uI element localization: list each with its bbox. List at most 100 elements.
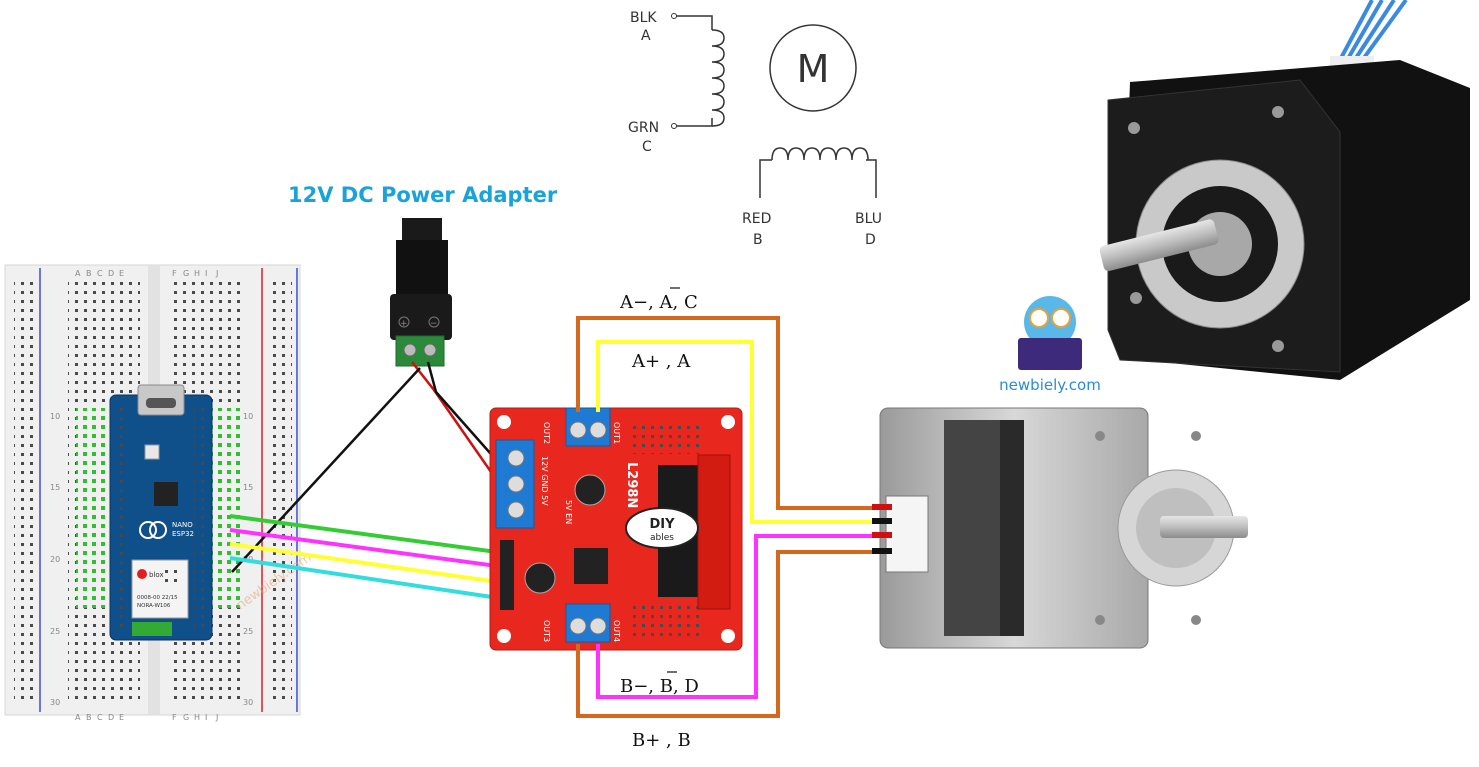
- col-label-e: E: [119, 269, 124, 278]
- schematic-coil-bd: [771, 147, 869, 161]
- brand-top: DIY: [649, 517, 675, 532]
- brand-bottom: ables: [650, 533, 674, 543]
- module-brand: blox: [149, 571, 164, 579]
- board-name-line2: ESP32: [172, 530, 194, 538]
- wire-orange-a-minus: [576, 316, 880, 510]
- schematic-terminal-a: [671, 13, 677, 19]
- diyables-logo: [625, 507, 699, 549]
- col-label-j-bottom: J: [215, 713, 218, 722]
- rail-holes-right: [268, 280, 292, 700]
- motor-photo-screw-tl: [1128, 122, 1140, 134]
- board-name-line1: NANO: [172, 521, 193, 529]
- mcu-chip: [154, 482, 178, 506]
- row-label-20: 20: [50, 555, 60, 564]
- label-chip: L298N: [624, 462, 639, 508]
- wire-label-b-minus: B−, B, D: [620, 676, 699, 697]
- wire-orange-b-plus: [576, 550, 880, 718]
- motor-photo-screw-tr: [1272, 106, 1284, 118]
- voltage-regulator: [574, 548, 608, 584]
- module-line1: 0008-00 22/15: [137, 595, 178, 601]
- wire-yellow-a-plus: [596, 340, 880, 524]
- wire-yellow-in3: [229, 542, 513, 586]
- row-label-10-right: 10: [243, 412, 253, 421]
- adapter-minus-label: −: [430, 319, 438, 329]
- arduino-infinity-icon-right: [149, 521, 167, 539]
- schematic-pin-a-letter: A: [641, 28, 651, 44]
- schematic-pin-b-color: RED: [742, 211, 771, 227]
- reset-button: [144, 444, 160, 460]
- label-out4: OUT4: [612, 620, 621, 642]
- screw-out4: [589, 617, 607, 635]
- row-label-30: 30: [50, 698, 60, 707]
- motor-photo-shaft: [1099, 219, 1219, 272]
- newbiely-logo: newbiely.com: [999, 296, 1101, 394]
- barrel-jack-body: [396, 240, 448, 298]
- col-label-g-bottom: G: [183, 713, 189, 722]
- col-label-e-bottom: E: [119, 713, 124, 722]
- schematic-pin-d-color: BLU: [855, 211, 882, 227]
- wire-magenta-in2: [229, 528, 513, 570]
- motor-lead-black-2: [872, 548, 892, 554]
- col-label-j: J: [215, 269, 218, 278]
- row-label-10: 10: [50, 412, 60, 421]
- schematic-pin-c-color: GRN: [628, 120, 659, 136]
- screw-out1: [589, 421, 607, 439]
- motor-screw-tl: [1095, 431, 1105, 441]
- arduino-infinity-icon: [139, 521, 157, 539]
- row-label-25: 25: [50, 627, 60, 636]
- rail-holes-left: [14, 280, 36, 700]
- mount-hole-br: [721, 629, 735, 643]
- label-out3: OUT3: [542, 620, 551, 642]
- col-label-d: D: [108, 269, 114, 278]
- motor-shaft: [1160, 516, 1248, 538]
- motor-screw-tr: [1191, 431, 1201, 441]
- owl-eye-right-icon: [1051, 308, 1071, 328]
- motor-photo-wires: [1338, 0, 1408, 68]
- usb-c-port: [146, 398, 176, 408]
- diode-array-bottom: [630, 605, 702, 639]
- label-out2: OUT2: [542, 422, 551, 444]
- module-line2: NORA-W106: [137, 603, 171, 609]
- heatsink: [697, 454, 731, 610]
- wire-green-in1: [229, 514, 513, 556]
- schematic-pin-d-letter: D: [865, 232, 876, 248]
- input-header: [500, 540, 514, 610]
- wire-label-a-minus: A−, A, C: [619, 292, 698, 313]
- col-label-a: A: [75, 269, 81, 278]
- row-label-15: 15: [50, 483, 60, 492]
- wire-black-power: [426, 361, 499, 463]
- col-label-c: C: [97, 269, 103, 278]
- screw-out2: [569, 421, 587, 439]
- motor-lead-red-2: [872, 532, 892, 538]
- stepper-motor-photo: [1099, 0, 1470, 380]
- diode-array-top: [630, 420, 702, 454]
- motor-screw-bl: [1095, 615, 1105, 625]
- screw-12v: [507, 449, 525, 467]
- label-out1: OUT1: [612, 422, 621, 444]
- mount-hole-tr: [721, 415, 735, 429]
- stepper-motor-diagram: [872, 407, 1248, 649]
- motor-screw-br: [1191, 615, 1201, 625]
- wire-label-b-plus: B+ , B: [632, 730, 691, 751]
- schematic-pin-c-letter: C: [642, 139, 652, 155]
- label-power-pins: 12V GND 5V: [540, 456, 549, 506]
- qr-code: [160, 566, 182, 586]
- adapter-plus-label: +: [400, 319, 408, 329]
- adapter-screw-plus: [403, 343, 417, 357]
- power-adapter-title: 12V DC Power Adapter: [288, 183, 558, 207]
- wire-black-ground: [231, 367, 421, 573]
- col-label-g: G: [183, 269, 189, 278]
- screw-gnd: [507, 475, 525, 493]
- motor-schematic: BLK A GRN C M RED B BLU D: [628, 10, 882, 248]
- col-label-i: I: [205, 269, 207, 278]
- col-label-a-bottom: A: [75, 713, 81, 722]
- row-label-30-right: 30: [243, 698, 253, 707]
- motor-photo-screw-br: [1272, 340, 1284, 352]
- mount-hole-tl: [497, 415, 511, 429]
- capacitor-top: [574, 474, 606, 506]
- col-label-b-bottom: B: [86, 713, 92, 722]
- motor-photo-screw-bl: [1130, 292, 1142, 304]
- label-enable: 5V EN: [564, 500, 573, 524]
- owl-eye-left-icon: [1029, 308, 1049, 328]
